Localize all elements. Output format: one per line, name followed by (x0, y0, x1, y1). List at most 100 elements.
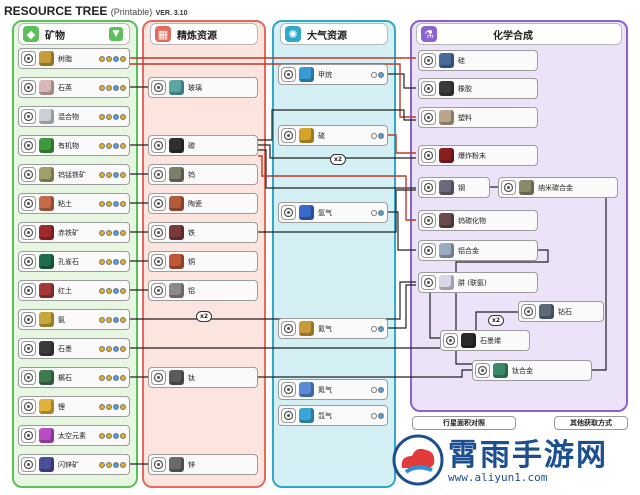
compound-node: 钛合金 (472, 360, 592, 381)
processor-icon (151, 254, 166, 269)
legend-other-sources: 其他获取方式 (554, 416, 628, 430)
processor-icon (281, 67, 296, 82)
planet-dot-icon (106, 84, 112, 91)
processor-icon (421, 213, 436, 228)
resource-label: 碳 (188, 141, 195, 150)
resource-icon (439, 148, 454, 163)
connector-line (429, 292, 440, 339)
planet-dot-icon (99, 258, 105, 265)
refined-node: 钛 (148, 367, 258, 388)
resource-label: 氦气 (318, 324, 332, 333)
resource-label: 混合物 (58, 112, 79, 121)
resource-icon (439, 53, 454, 68)
planet-dots (99, 55, 126, 62)
refined-node: 铁 (148, 222, 258, 243)
resource-label: 硅 (458, 56, 465, 65)
resource-label: 爆炸粉末 (458, 151, 486, 160)
resource-label: 孔雀石 (58, 257, 79, 266)
mineral-node: 榍石 (18, 367, 130, 388)
resource-label: 氮气 (318, 385, 332, 394)
compound-node: 爆炸粉末 (418, 145, 538, 166)
refined-node: 玻璃 (148, 77, 258, 98)
planet-dot-icon (99, 403, 105, 410)
processor-icon (151, 225, 166, 240)
mineral-node: 赤铁矿 (18, 222, 130, 243)
planet-dot-icon (378, 412, 384, 419)
planet-dot-icon (378, 325, 384, 332)
planet-dot-icon (106, 316, 112, 323)
connector-line (130, 281, 416, 320)
planet-dots (99, 316, 126, 323)
planet-dots (371, 132, 384, 139)
planet-dot-icon (120, 345, 126, 352)
refined-node: 陶瓷 (148, 193, 258, 214)
processor-icon (443, 333, 458, 348)
planet-dot-icon (113, 403, 119, 410)
resource-icon (39, 225, 54, 240)
resource-icon (299, 408, 314, 423)
connector-line (455, 249, 549, 365)
mineral-node: 有机物 (18, 135, 130, 156)
resource-icon (169, 225, 184, 240)
resource-icon (39, 341, 54, 356)
resource-icon (439, 110, 454, 125)
planet-dot-icon (120, 84, 126, 91)
processor-icon (21, 399, 36, 414)
processor-icon (151, 167, 166, 182)
connector-line (130, 63, 416, 118)
planet-dot-icon (106, 258, 112, 265)
planet-dot-icon (99, 461, 105, 468)
planet-dots (371, 71, 384, 78)
resource-icon (169, 138, 184, 153)
planet-dot-icon (113, 258, 119, 265)
connector-line (388, 211, 416, 251)
processor-icon (151, 370, 166, 385)
refined-node: 铜 (148, 251, 258, 272)
planet-dot-icon (113, 432, 119, 439)
resource-label: 粘土 (58, 199, 72, 208)
planet-dot-icon (106, 55, 112, 62)
mineral-node: 闪锌矿 (18, 454, 130, 475)
planet-dot-icon (120, 258, 126, 265)
connector-line (388, 73, 416, 89)
planet-dot-icon (106, 142, 112, 149)
resource-label: 钛合金 (512, 366, 533, 375)
page-title: RESOURCE TREE (Printable) VER. 3.10 (4, 4, 188, 18)
planet-dot-icon (99, 345, 105, 352)
planet-dot-icon (99, 200, 105, 207)
connector-line (388, 134, 416, 154)
resource-icon (299, 67, 314, 82)
planet-dot-icon (371, 71, 377, 78)
resource-label: 锂 (58, 402, 65, 411)
resource-label: 树脂 (58, 54, 72, 63)
resource-icon (169, 196, 184, 211)
processor-icon (21, 283, 36, 298)
processor-icon (21, 225, 36, 240)
planet-dots (99, 432, 126, 439)
planet-dot-icon (99, 171, 105, 178)
processor-icon (21, 51, 36, 66)
processor-icon (501, 180, 516, 195)
resource-icon (169, 254, 184, 269)
planet-dots (371, 209, 384, 216)
processor-icon (281, 128, 296, 143)
resource-label: 钨锰铁矿 (58, 170, 86, 179)
mineral-node: 太空元素 (18, 425, 130, 446)
resource-label: 石墨 (58, 344, 72, 353)
mineral-node: 树脂 (18, 48, 130, 69)
planet-dot-icon (99, 142, 105, 149)
resource-icon (461, 333, 476, 348)
processor-icon (421, 148, 436, 163)
atmospheric-node: 硫 (278, 125, 388, 146)
resource-label: 硫 (318, 131, 325, 140)
resource-icon (39, 457, 54, 472)
processor-icon (21, 254, 36, 269)
smelter-icon: ▦ (155, 26, 171, 42)
planet-dot-icon (106, 113, 112, 120)
resource-label: 玻璃 (188, 83, 202, 92)
planet-dot-icon (120, 113, 126, 120)
processor-icon (281, 408, 296, 423)
refined-header: ▦ 精炼资源 (150, 23, 258, 45)
refined-header-label: 精炼资源 (177, 30, 217, 42)
